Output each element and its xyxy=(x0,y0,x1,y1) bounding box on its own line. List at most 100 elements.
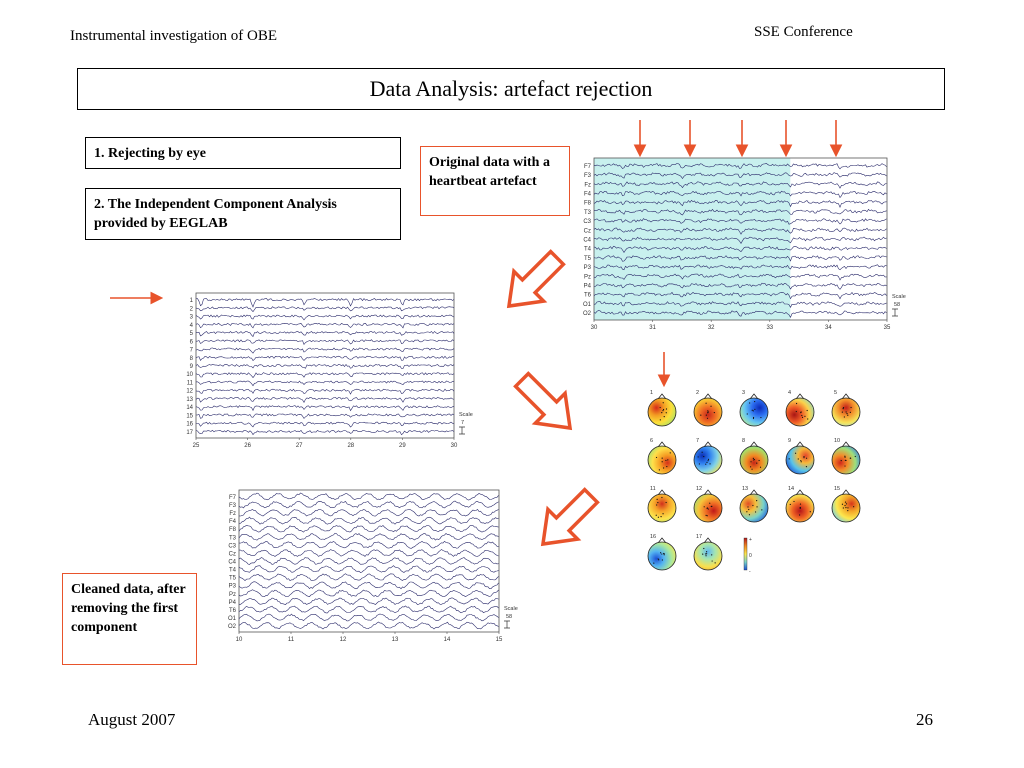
scale-bar xyxy=(459,426,465,435)
electrode-dot xyxy=(789,503,791,506)
electrode-dot xyxy=(844,501,847,503)
scalp-map-label: 8 xyxy=(742,438,745,444)
electrode-dot xyxy=(849,411,851,413)
electrode-dot xyxy=(843,416,845,418)
scalp-map-label: 2 xyxy=(696,390,699,396)
electrode-dot xyxy=(714,562,716,564)
x-tick-label: 31 xyxy=(649,325,656,331)
electrode-dot xyxy=(706,551,708,553)
step1-box: 1. Rejecting by eye xyxy=(85,137,401,169)
electrode-dot xyxy=(748,508,750,511)
electrode-dot xyxy=(803,457,805,459)
x-tick-label: 32 xyxy=(708,325,715,331)
scalp-nose xyxy=(795,441,805,448)
channel-label: 2 xyxy=(190,306,194,312)
scale-bar xyxy=(892,308,898,317)
electrode-dot xyxy=(750,461,752,463)
channel-label: T5 xyxy=(229,576,237,582)
electrode-dot xyxy=(795,402,798,405)
electrode-dot xyxy=(854,455,856,458)
scalp-map-label: 6 xyxy=(650,438,653,444)
electrode-dot xyxy=(788,458,790,460)
eeg-trace xyxy=(195,306,455,313)
scalp-nose xyxy=(841,393,851,400)
scale-label: Scale xyxy=(504,606,518,612)
electrode-dot xyxy=(842,507,844,509)
channel-label: Pz xyxy=(584,274,591,280)
footer-date: August 2007 xyxy=(88,710,176,729)
x-tick-label: 26 xyxy=(244,443,251,449)
electrode-dot xyxy=(705,514,707,516)
electrode-dot xyxy=(704,553,707,555)
electrode-dot xyxy=(752,417,755,420)
scalp-map xyxy=(693,445,723,475)
scalp-map xyxy=(785,445,815,475)
eeg-trace xyxy=(593,282,887,290)
scalp-map-label: 3 xyxy=(742,390,745,396)
electrode-dot xyxy=(752,410,754,412)
electrode-dot xyxy=(748,514,751,516)
electrode-dot xyxy=(760,416,762,419)
electrode-dot xyxy=(703,455,705,458)
slide-title: Data Analysis: artefact rejection xyxy=(369,76,653,101)
x-tick-label: 28 xyxy=(347,443,354,449)
scalp-map-label: 16 xyxy=(650,534,656,540)
electrode-dot xyxy=(701,451,703,453)
electrode-dot xyxy=(658,559,660,561)
scalp-map-label: 17 xyxy=(696,534,702,540)
electrode-dot xyxy=(804,415,806,418)
electrode-dot xyxy=(849,457,852,459)
electrode-dot xyxy=(842,407,845,409)
electrode-dot xyxy=(799,514,801,516)
eeg-trace xyxy=(238,589,499,598)
electrode-dot xyxy=(710,405,712,407)
channel-label: P3 xyxy=(584,265,592,271)
x-tick-label: 15 xyxy=(496,637,503,643)
electrode-dot xyxy=(752,416,755,419)
eeg-trace xyxy=(195,413,455,419)
scalp-nose xyxy=(657,537,667,544)
scalp-nose xyxy=(841,489,851,496)
channel-label: 16 xyxy=(186,422,193,428)
channel-label: 9 xyxy=(190,364,194,370)
step1-text: 1. Rejecting by eye xyxy=(94,146,206,161)
electrode-dot xyxy=(706,461,708,463)
scalp-map-label: 5 xyxy=(834,390,837,396)
electrode-dot xyxy=(844,455,846,457)
electrode-dot xyxy=(662,402,664,404)
scale-value: 58 xyxy=(894,302,900,308)
electrode-dot xyxy=(846,412,848,415)
electrode-dot xyxy=(705,414,707,416)
eeg-trace xyxy=(195,388,455,395)
x-tick-label: 35 xyxy=(884,325,891,331)
scalp-map xyxy=(739,493,769,523)
channel-label: Cz xyxy=(229,551,236,557)
channel-label: 17 xyxy=(186,430,193,436)
x-tick-label: 29 xyxy=(399,443,406,449)
eeg-trace xyxy=(593,245,887,253)
eeg-trace xyxy=(593,301,887,308)
electrode-dot xyxy=(841,411,843,413)
channel-label: T3 xyxy=(229,535,237,541)
channel-label: 15 xyxy=(186,413,193,419)
eeg-trace xyxy=(238,597,499,606)
eeg-trace xyxy=(593,172,887,180)
electrode-dot xyxy=(751,468,753,470)
electrode-dot xyxy=(665,501,667,504)
eeg-trace xyxy=(593,291,887,300)
plot-frame xyxy=(238,489,500,633)
electrode-dot xyxy=(853,506,855,508)
scalp-nose xyxy=(657,489,667,496)
electrode-dot xyxy=(665,459,667,462)
eeg-trace xyxy=(195,397,455,404)
eeg-trace xyxy=(195,331,455,338)
electrode-dot xyxy=(711,554,713,556)
scalp-map-label: 1 xyxy=(650,390,653,396)
electrode-dot xyxy=(847,507,849,509)
eeg-trace xyxy=(195,405,455,412)
electrode-dot xyxy=(700,414,702,416)
eeg-trace xyxy=(238,573,499,582)
eeg-trace xyxy=(238,516,499,525)
eeg-trace xyxy=(195,355,455,361)
electrode-dot xyxy=(795,410,797,413)
